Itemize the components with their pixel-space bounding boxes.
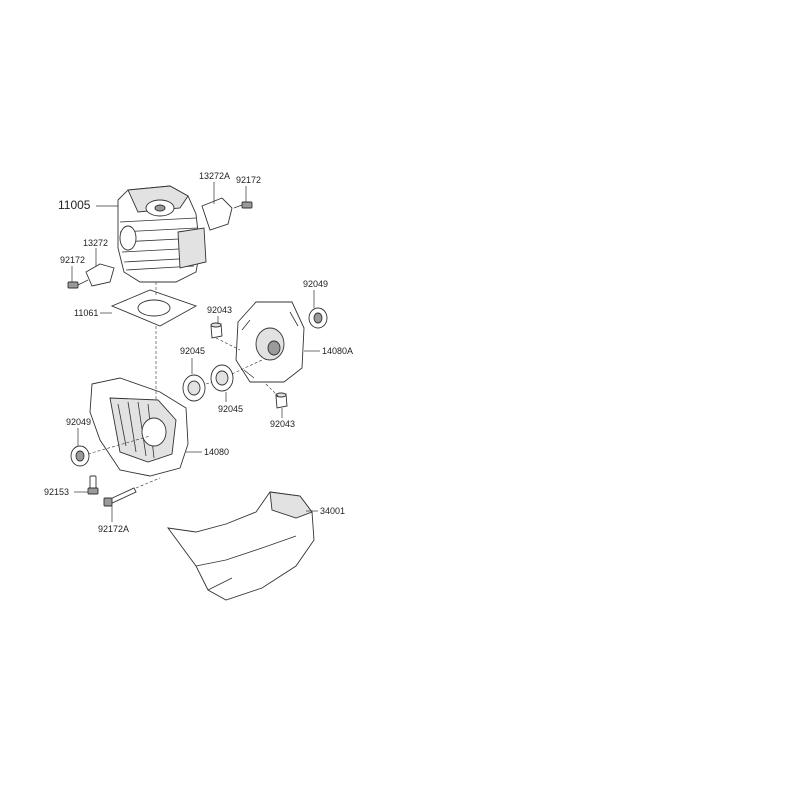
bolt-92172a-part[interactable] [103,487,137,507]
bolt-left-part[interactable] [67,279,89,289]
bearing-left-part[interactable] [182,374,206,402]
bearing-right-part[interactable] [210,364,234,392]
label-cover-34001: 34001 [320,506,346,516]
label-bolt-left: 92172 [60,255,86,265]
pin-top-part[interactable] [210,322,223,339]
label-bearing-right: 92045 [218,404,244,414]
label-pin-top: 92043 [207,305,233,315]
assembly-guides [87,282,279,489]
cover-right-part[interactable] [201,197,233,231]
label-bearing-left: 92045 [180,346,206,356]
label-seal-left: 92049 [66,417,92,427]
label-cylinder: 11005 [58,198,91,212]
label-pin-bottom: 92043 [270,419,296,429]
bolt-top-right-part[interactable] [233,201,253,209]
label-bolt-92172a: 92172A [98,524,130,534]
cover-34001-part[interactable] [167,491,315,601]
label-crankcase-left: 14080 [204,447,230,457]
cylinder-part[interactable] [117,185,207,283]
bolt-92153-part[interactable] [87,475,99,495]
label-crankcase-right: 14080A [322,346,354,356]
cover-left-part[interactable] [85,263,115,287]
crankcase-right-part[interactable] [235,301,305,383]
label-cover-left: 13272 [83,238,109,248]
seal-left-part[interactable] [70,445,90,467]
label-seal-right: 92049 [303,279,329,289]
leader-lines [71,182,320,522]
crankcase-left-part[interactable] [89,377,189,477]
gasket-part[interactable] [110,289,198,327]
label-cover-right: 13272A [199,171,231,181]
label-bolt-top-right: 92172 [236,175,262,185]
label-bolt-92153: 92153 [44,487,70,497]
pin-bottom-part[interactable] [275,392,288,409]
label-gasket: 11061 [74,308,99,318]
seal-right-part[interactable] [308,307,328,329]
